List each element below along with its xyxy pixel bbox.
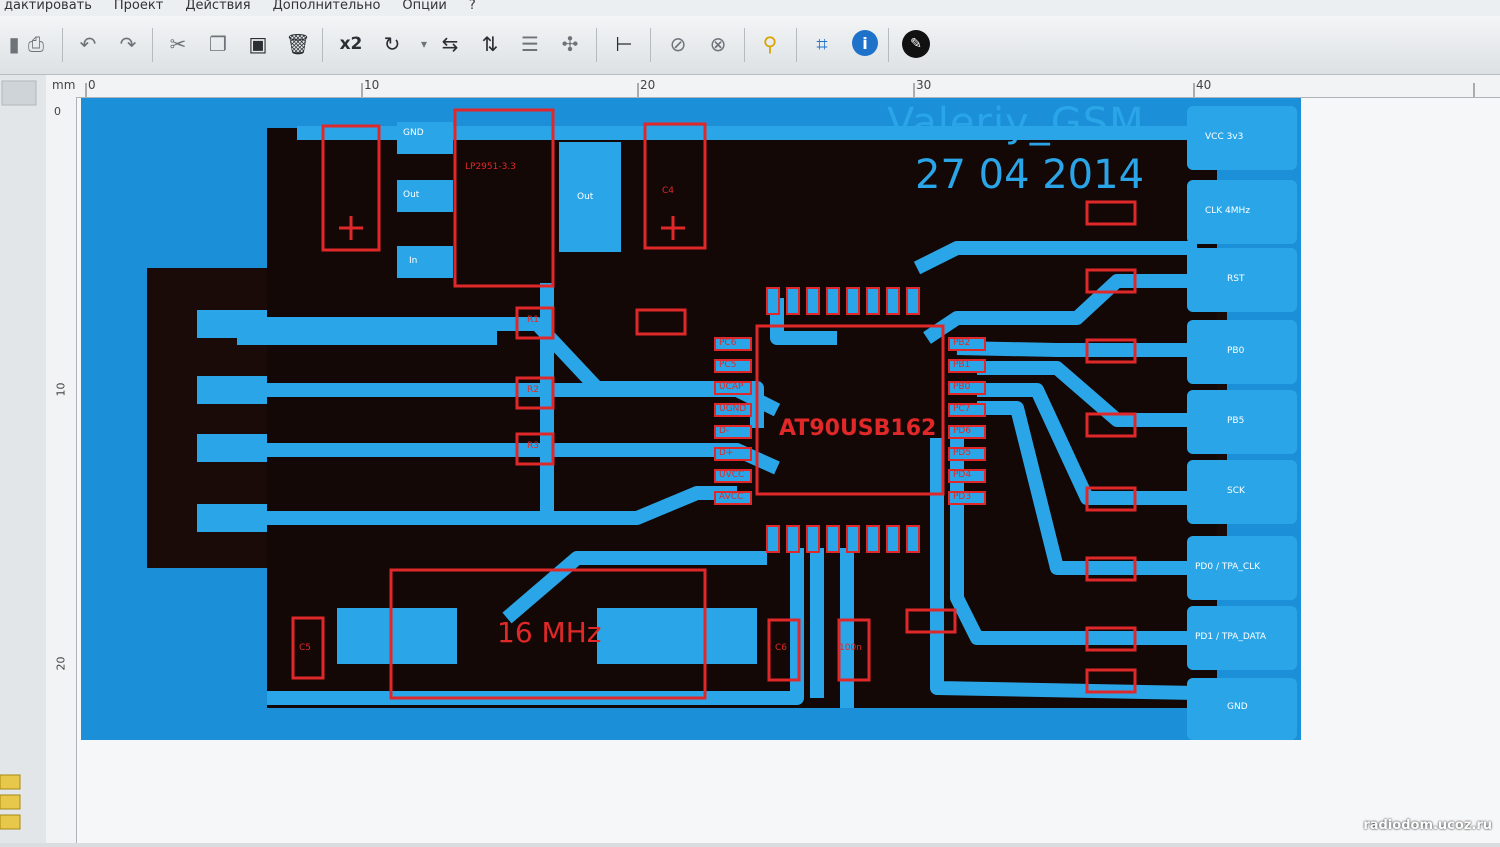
info-icon[interactable]: i bbox=[852, 30, 878, 56]
paste-icon[interactable]: ▣ bbox=[248, 32, 268, 56]
chip-label: AT90USB162 bbox=[779, 416, 937, 441]
redo-icon[interactable]: ↷ bbox=[119, 32, 137, 56]
crystal-label: 16 MHz bbox=[497, 616, 602, 649]
chip-pin-left: PC6 bbox=[719, 338, 737, 348]
cap-c6: C6 bbox=[775, 643, 788, 653]
chip-pin-left: D+ bbox=[719, 448, 734, 458]
rotate-icon[interactable]: ↻ bbox=[383, 32, 401, 56]
menu-actions[interactable]: Действия bbox=[185, 0, 251, 13]
resistor-r3: R3 bbox=[527, 441, 539, 451]
menu-extra[interactable]: Дополнительно bbox=[272, 0, 381, 13]
ruler-tick-label: 30 bbox=[916, 78, 932, 92]
menu-options[interactable]: Опции bbox=[402, 0, 447, 13]
pcb-workspace[interactable]: Valeriy_GSM 27 04 2014 AT90USB162 16 MHz… bbox=[77, 98, 1500, 843]
chip-pin-right: PD4 bbox=[953, 470, 972, 480]
connector-label: SCK bbox=[1227, 486, 1245, 496]
toolbar-divider bbox=[322, 28, 323, 62]
toolbar-divider bbox=[744, 28, 745, 62]
ruler-left: 0 10 20 bbox=[46, 97, 77, 843]
unlock-icon[interactable]: ⊗ bbox=[709, 32, 727, 56]
cut-icon[interactable]: ✂ bbox=[169, 32, 187, 56]
mirror-v-icon[interactable]: ⇅ bbox=[481, 32, 499, 56]
left-panel bbox=[0, 75, 47, 843]
chevron-down-icon[interactable]: ▾ bbox=[420, 37, 428, 51]
chip-pin-left: UGND bbox=[719, 404, 747, 414]
chip-pin-right: PD6 bbox=[953, 426, 972, 436]
ruler-tick-label: 20 bbox=[54, 656, 68, 671]
connector-label: VCC 3v3 bbox=[1205, 132, 1244, 142]
cap-c4: C4 bbox=[662, 186, 675, 196]
crop-icon[interactable]: ⌗ bbox=[816, 32, 828, 56]
connector-label: RST bbox=[1227, 274, 1245, 284]
pad-label-mid-out: Out bbox=[577, 192, 594, 202]
pad-label-gnd: GND bbox=[403, 128, 424, 138]
watermark: radiodom.ucoz.ru bbox=[1363, 818, 1492, 833]
left-panel-graphics bbox=[0, 80, 37, 830]
ruler-tick-label: 20 bbox=[640, 78, 656, 92]
ruler-tick-label: 0 bbox=[54, 105, 61, 118]
chip-pin-left: PC5 bbox=[719, 360, 737, 370]
ruler-tick-label: 10 bbox=[54, 382, 68, 397]
pad-label-in: In bbox=[409, 256, 418, 266]
mirror-h-icon[interactable]: ⇆ bbox=[441, 32, 459, 56]
ruler-tick-label: 0 bbox=[88, 78, 96, 92]
menu-edit[interactable]: дактировать bbox=[4, 0, 92, 13]
duplicate-x2-button[interactable]: x2 bbox=[339, 34, 363, 54]
toolbar-divider bbox=[888, 28, 889, 62]
save-icon[interactable]: ▮ bbox=[8, 32, 20, 56]
chip-pin-right: PD5 bbox=[953, 448, 972, 458]
toolbar: ▮ ⎙ ↶ ↷ ✂ ❐ ▣ 🗑 x2 ↻ ▾ ⇆ ⇅ ☰ ✣ ⊢ ⊘ ⊗ ⚲ ⌗… bbox=[0, 16, 1500, 75]
lock-icon[interactable]: ⊘ bbox=[669, 32, 687, 56]
toolbar-divider bbox=[796, 28, 797, 62]
chip-pin-left: D- bbox=[719, 426, 730, 436]
toolbar-divider bbox=[596, 28, 597, 62]
measure-icon[interactable]: ⊢ bbox=[615, 32, 633, 56]
resistor-r2: R2 bbox=[527, 385, 539, 395]
delete-icon[interactable]: 🗑 bbox=[285, 32, 311, 56]
cap-100n: 100n bbox=[839, 643, 862, 653]
regulator-label: LP2951-3.3 bbox=[465, 162, 516, 172]
align-icon[interactable]: ☰ bbox=[521, 32, 539, 56]
chip-pin-right: PB0 bbox=[953, 382, 971, 392]
pad-label-out: Out bbox=[403, 190, 420, 200]
ruler-top: mm 0 10 20 30 40 bbox=[46, 75, 1500, 98]
chip-pin-right: PB1 bbox=[953, 360, 971, 370]
board-date: 27 04 2014 bbox=[915, 152, 1145, 198]
menu-project[interactable]: Проект bbox=[113, 0, 164, 13]
ruler-unit: mm bbox=[52, 78, 76, 92]
menu-bar: дактировать Проект Действия Дополнительн… bbox=[0, 0, 1500, 16]
toolbar-divider bbox=[62, 28, 63, 62]
ruler-top-ticks bbox=[85, 83, 1475, 97]
chip-pin-right: PD3 bbox=[953, 492, 972, 502]
pcb-board[interactable] bbox=[77, 98, 1500, 843]
ruler-tick-label: 40 bbox=[1196, 78, 1212, 92]
cap-c5: C5 bbox=[299, 643, 312, 653]
chip-pin-right: PC7 bbox=[953, 404, 971, 414]
menu-help[interactable]: ? bbox=[468, 0, 476, 13]
chip-pin-right: PB2 bbox=[953, 338, 971, 348]
board-title: Valeriy_GSM bbox=[887, 100, 1145, 146]
group-icon[interactable]: ✣ bbox=[561, 32, 579, 56]
undo-icon[interactable]: ↶ bbox=[79, 32, 97, 56]
ruler-tick-label: 10 bbox=[364, 78, 380, 92]
toolbar-divider bbox=[650, 28, 651, 62]
connector-label: CLK 4MHz bbox=[1205, 206, 1251, 216]
connector-label: PB0 bbox=[1227, 346, 1245, 356]
connector-label: PB5 bbox=[1227, 416, 1245, 426]
search-icon[interactable]: ⚲ bbox=[762, 32, 778, 56]
toolbar-divider bbox=[152, 28, 153, 62]
chip-pin-left: AVCC bbox=[719, 492, 744, 502]
chip-pin-left: UCAP bbox=[719, 382, 744, 392]
copy-icon[interactable]: ❐ bbox=[209, 32, 227, 56]
print-icon[interactable]: ⎙ bbox=[28, 32, 44, 56]
connector-label: GND bbox=[1227, 702, 1248, 712]
chip-pin-left: UVCC bbox=[719, 470, 745, 480]
connector-label: PD0 / TPA_CLK bbox=[1195, 562, 1261, 572]
connector-label: PD1 / TPA_DATA bbox=[1195, 632, 1267, 642]
settings-icon[interactable]: ✎ bbox=[902, 30, 930, 58]
resistor-r1: R1 bbox=[527, 315, 539, 325]
